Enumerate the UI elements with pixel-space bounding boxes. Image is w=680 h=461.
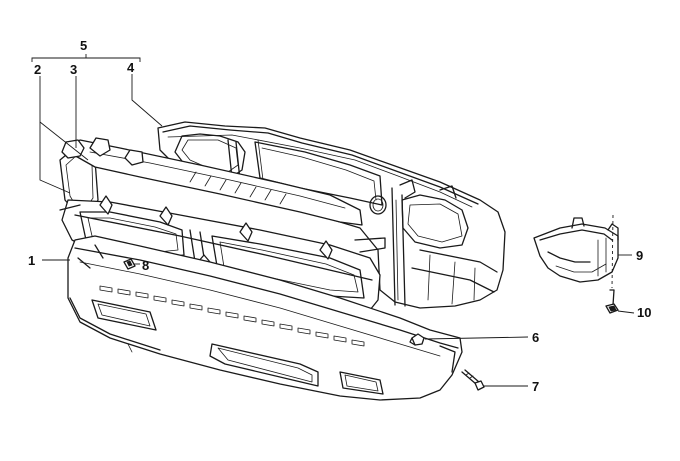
part-10-fastener <box>605 214 619 314</box>
front-bumper <box>67 235 463 401</box>
callout-9: 9 <box>636 248 643 263</box>
callout-8: 8 <box>142 258 149 273</box>
callout-5: 5 <box>80 38 87 53</box>
callout-labels: 5 2 3 4 1 8 6 7 9 10 <box>28 38 651 394</box>
part-8-clip <box>123 258 136 270</box>
part-7-screw <box>461 369 485 391</box>
grille-headlamp-surround <box>59 137 386 319</box>
part-6-bracket <box>409 333 425 346</box>
bumper-slot-row <box>99 285 365 347</box>
callout-2: 2 <box>34 62 41 77</box>
callout-10: 10 <box>637 305 651 320</box>
callout-6: 6 <box>532 330 539 345</box>
callout-7: 7 <box>532 379 539 394</box>
callout-3: 3 <box>70 62 77 77</box>
callout-4: 4 <box>127 60 135 75</box>
leader-lines <box>31 54 635 387</box>
callout-1: 1 <box>28 253 35 268</box>
part-9-air-duct <box>533 217 619 283</box>
